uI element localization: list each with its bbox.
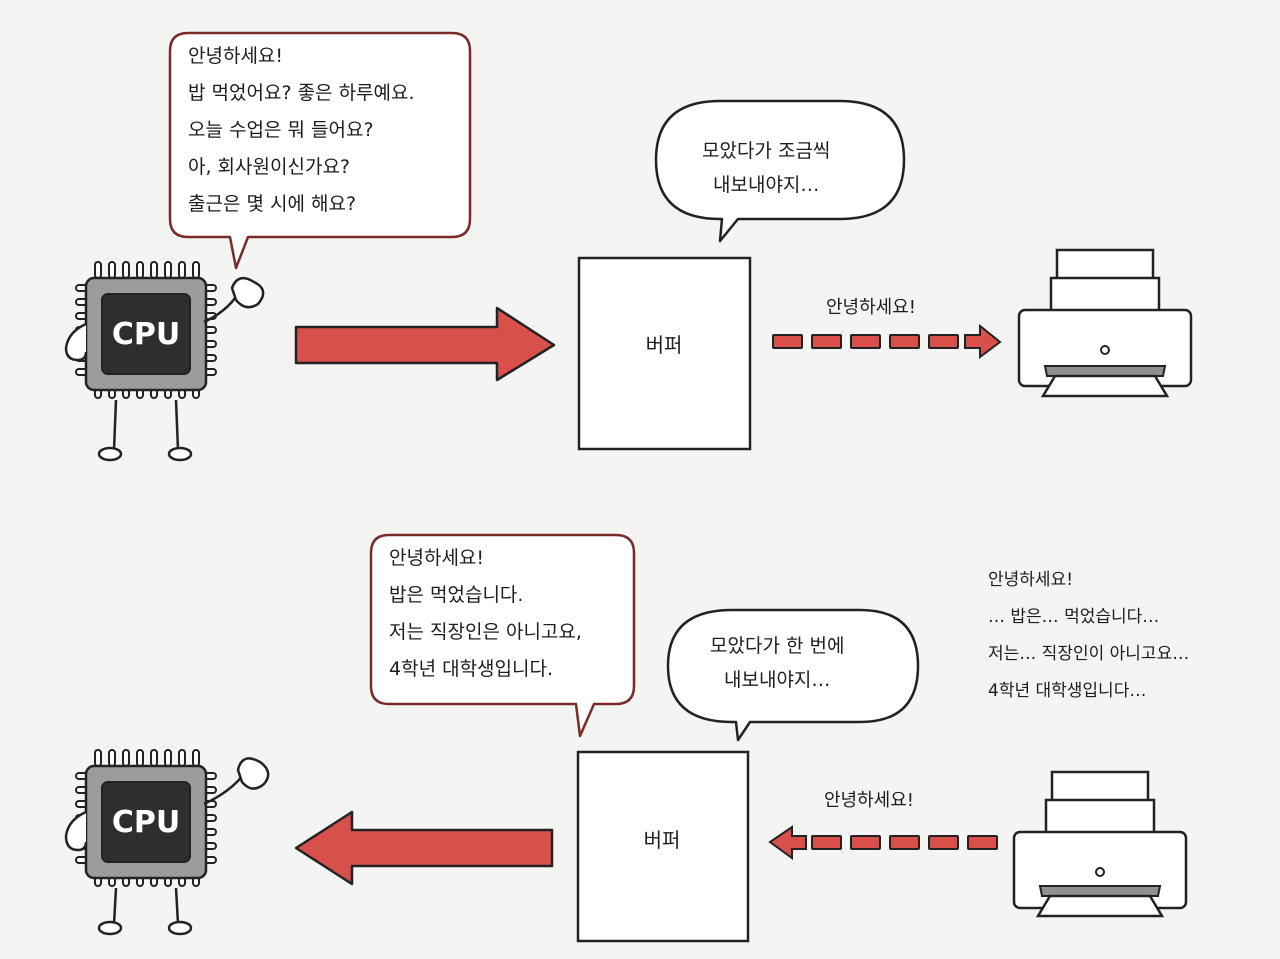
buffer-box <box>577 256 752 451</box>
cpu-bubble-line: 안녕하세요! <box>188 45 284 67</box>
cpu-bubble-line: 출근은 몇 시에 해요? <box>188 193 357 215</box>
buffer-box-2 <box>576 750 750 943</box>
dashed-arrow-icon-2 <box>768 825 998 860</box>
buffer-speech-bubble-2 <box>666 608 920 742</box>
arrow-right-icon <box>294 306 556 382</box>
input-message: 안녕하세요! <box>824 790 915 811</box>
buffer-bubble-line: 모았다가 한 번에 <box>710 635 845 657</box>
cpu-bubble-line: 아, 회사원이신가요? <box>188 156 351 178</box>
received-bubble-line: 4학년 대학생입니다. <box>389 658 554 680</box>
buffer-bubble-text-2: 모았다가 한 번에 내보내야지… <box>710 629 844 697</box>
buffer-received-speech-bubble <box>369 533 636 738</box>
received-bubble-line: 저는 직장인은 아니고요, <box>389 621 582 643</box>
buffer-received-bubble-text: 안녕하세요! 밥은 먹었습니다. 저는 직장인은 아니고요, 4학년 대학생입니… <box>389 540 582 688</box>
printer-icon <box>1017 248 1193 398</box>
buffer-label: 버퍼 <box>645 333 683 357</box>
received-bubble-line: 밥은 먹었습니다. <box>389 584 524 606</box>
buffer-bubble-line: 내보내야지… <box>713 174 820 196</box>
buffer-bubble-line: 내보내야지… <box>724 669 831 691</box>
buffer-bubble-line: 모았다가 조금씩 <box>702 140 831 162</box>
cpu-chip-label: CPU <box>112 317 180 352</box>
printer-text-line: … 밥은… 먹었습니다… <box>988 607 1160 627</box>
printer-icon-2 <box>1012 770 1188 918</box>
arrow-left-icon <box>294 810 554 886</box>
cpu-chip-icon-2: CPU <box>64 749 270 936</box>
cpu-bubble-line: 오늘 수업은 뭐 들어요? <box>188 119 374 141</box>
printer-text: 안녕하세요! … 밥은… 먹었습니다… 저는… 직장인이 아니고요… 4학년 대… <box>988 562 1189 710</box>
output-message: 안녕하세요! <box>826 297 917 318</box>
buffer-label-2: 버퍼 <box>643 828 681 852</box>
printer-text-line: 안녕하세요! <box>988 570 1074 590</box>
dashed-arrow-icon <box>772 323 1002 359</box>
cpu-speech-bubble <box>168 31 472 270</box>
printer-text-line: 4학년 대학생입니다… <box>988 681 1147 701</box>
cpu-chip-label-2: CPU <box>112 805 180 840</box>
received-bubble-line: 안녕하세요! <box>389 547 485 569</box>
cpu-bubble-line: 밥 먹었어요? 좋은 하루예요. <box>188 82 415 104</box>
printer-text-line: 저는… 직장인이 아니고요… <box>988 644 1190 664</box>
cpu-chip-icon: CPU <box>64 261 265 462</box>
buffer-speech-bubble <box>654 99 906 243</box>
buffer-bubble-text: 모았다가 조금씩 내보내야지… <box>702 134 830 202</box>
cpu-bubble-text: 안녕하세요! 밥 먹었어요? 좋은 하루예요. 오늘 수업은 뭐 들어요? 아,… <box>188 38 415 223</box>
